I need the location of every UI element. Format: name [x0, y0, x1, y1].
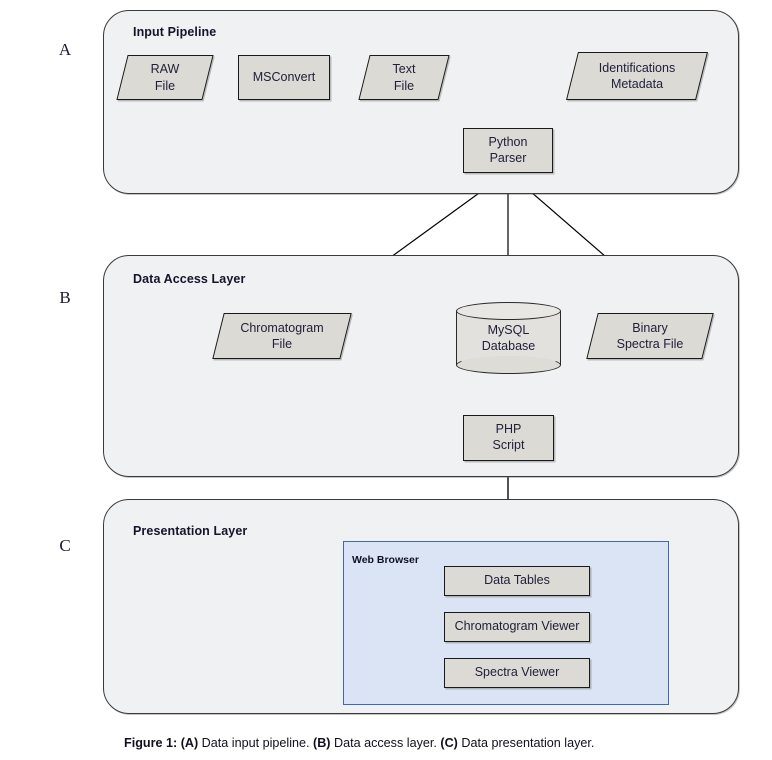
text-file-label: Text File	[364, 55, 444, 100]
node-chromatogram-file[interactable]: Chromatogram File	[212, 313, 352, 359]
database-cylinder-top	[456, 302, 561, 320]
caption-tag-c: (C)	[440, 736, 458, 750]
web-browser-title: Web Browser	[352, 554, 419, 566]
node-php-script[interactable]: PHP Script	[463, 415, 554, 461]
section-letter-c: C	[59, 536, 71, 555]
raw-file-label: RAW File	[122, 55, 208, 100]
python-parser-line1: Python	[488, 134, 528, 149]
binary-spectra-file-label: Binary Spectra File	[592, 313, 708, 359]
panel-title-presentation-layer: Presentation Layer	[133, 524, 248, 538]
python-parser-label: Python Parser	[489, 135, 528, 166]
panel-title-input-pipeline: Input Pipeline	[133, 25, 217, 39]
caption-text-b: Data access layer.	[330, 736, 441, 750]
php-script-label: PHP Script	[493, 422, 525, 453]
panel-title-data-access-layer: Data Access Layer	[133, 272, 246, 286]
caption-text-a: Data input pipeline.	[198, 736, 313, 750]
caption-tag-a: (A)	[180, 736, 199, 750]
identifications-metadata-label: Identifications Metadata	[572, 52, 702, 100]
php-script-line2: Script	[492, 438, 525, 452]
chromatogram-file-line2: File	[271, 337, 293, 351]
raw-file-line2: File	[154, 78, 176, 93]
browser-item-spectra-viewer[interactable]: Spectra Viewer	[444, 658, 590, 688]
panel-input-pipeline	[103, 10, 739, 194]
mysql-line2: Database	[481, 339, 536, 353]
node-python-parser[interactable]: Python Parser	[463, 128, 553, 173]
section-letter-b: B	[59, 288, 71, 307]
mysql-database-label: MySQL Database	[456, 302, 561, 374]
database-cylinder-bottom	[456, 356, 561, 374]
section-letter-a: A	[58, 40, 72, 59]
binary-spectra-line1: Binary	[632, 320, 668, 335]
binary-spectra-line2: Spectra File	[616, 337, 684, 351]
node-identifications-metadata[interactable]: Identifications Metadata	[566, 52, 708, 100]
raw-file-line1: RAW	[150, 62, 180, 77]
figure-caption: Figure 1: (A) Data input pipeline. (B) D…	[124, 736, 594, 750]
node-msconvert[interactable]: MSConvert	[238, 55, 330, 100]
chromatogram-file-line1: Chromatogram	[240, 320, 324, 335]
node-text-file[interactable]: Text File	[358, 55, 450, 100]
python-parser-line2: Parser	[489, 150, 527, 165]
text-file-line2: File	[393, 78, 415, 93]
node-mysql-database[interactable]: MySQL Database	[456, 302, 561, 374]
caption-text-c: Data presentation layer.	[457, 736, 595, 750]
panel-data-access-layer	[103, 255, 739, 477]
browser-item-data-tables[interactable]: Data Tables	[444, 566, 590, 596]
node-binary-spectra-file[interactable]: Binary Spectra File	[586, 313, 714, 359]
text-file-line1: Text	[392, 62, 416, 77]
caption-tag-b: (B)	[313, 736, 331, 750]
identifications-line1: Identifications	[598, 60, 676, 75]
mysql-line1: MySQL	[487, 322, 530, 337]
chromatogram-file-label: Chromatogram File	[218, 313, 346, 359]
identifications-line2: Metadata	[610, 77, 664, 91]
caption-figure-number: Figure 1:	[124, 736, 178, 750]
php-script-line1: PHP	[495, 422, 522, 437]
node-raw-file[interactable]: RAW File	[116, 55, 214, 100]
browser-item-chromatogram-viewer[interactable]: Chromatogram Viewer	[444, 612, 590, 642]
